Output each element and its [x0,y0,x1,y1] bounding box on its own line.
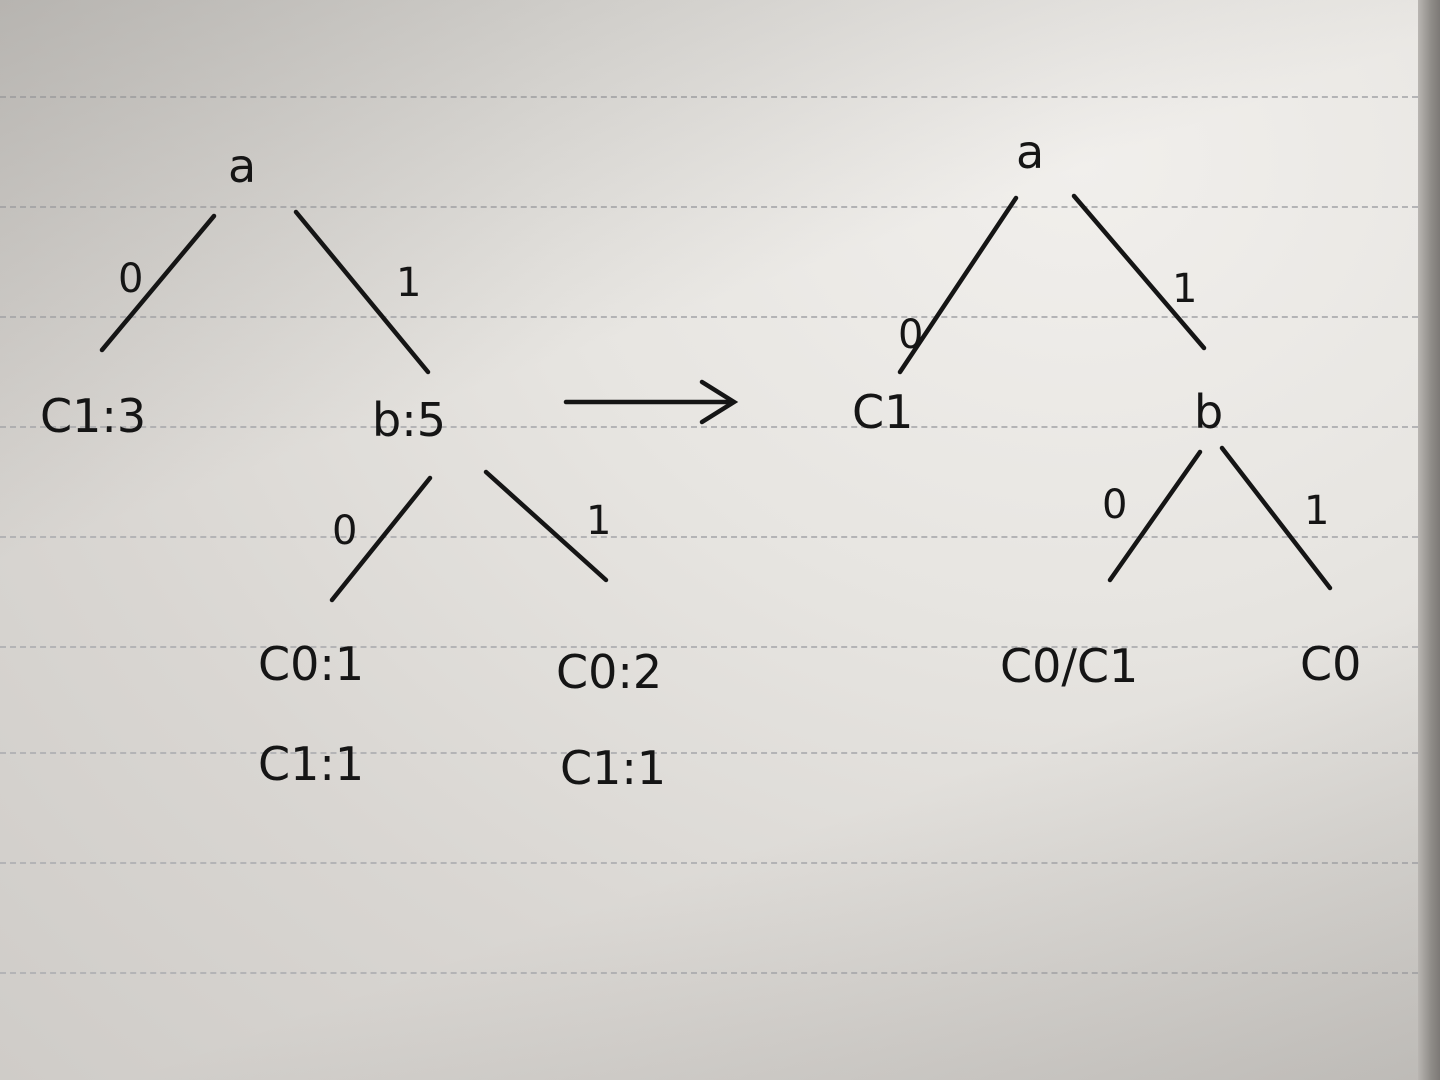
left-tree: a 0 1 C1:3 b:5 0 1 C0:1 C1:1 C0:2 C1:1 [40,139,666,795]
right-b-edge-0-label: 0 [1102,482,1127,528]
left-br-count-c0: C0:2 [556,645,662,699]
right-edge-0 [897,195,1019,375]
left-b-edge-1-label: 1 [586,498,611,544]
right-leaf-c0: C0 [1300,637,1361,691]
ruled-line [0,316,1418,318]
left-edge-1 [293,209,431,375]
right-root-label: a [1016,125,1044,179]
paper-edge [1418,0,1440,1080]
right-leaf-c0-c1: C0/C1 [1000,639,1138,693]
right-b-edge-1-label: 1 [1304,488,1329,534]
left-root-label: a [228,139,256,193]
ruled-line [0,536,1418,538]
ruled-line [0,206,1418,208]
left-bl-count-c1: C1:1 [258,737,364,791]
left-b-edge-1 [483,469,609,583]
arrow-head [699,379,739,425]
ruled-line [0,96,1418,98]
right-edge-1-label: 1 [1172,266,1197,312]
right-b-edge-0 [1107,449,1203,583]
ruled-line [0,752,1418,754]
left-edge-0 [99,213,217,353]
left-edge-0-label: 0 [118,256,143,302]
right-edge-0-label: 0 [898,312,923,358]
right-tree: a 0 1 C1 b 0 1 C0/C1 C0 [852,125,1361,693]
right-node-b: b [1194,385,1223,439]
left-bl-count-c0: C0:1 [258,637,364,691]
left-leaf-c1: C1:3 [40,389,146,443]
ruled-line [0,426,1418,428]
ruled-line [0,972,1418,974]
left-edge-1-label: 1 [396,260,421,306]
transform-arrow [563,379,739,425]
right-b-edge-1 [1219,445,1333,591]
left-b-edge-0-label: 0 [332,508,357,554]
ruled-line [0,646,1418,648]
left-b-edge-0 [329,475,433,603]
left-node-b: b:5 [372,393,446,447]
right-leaf-c1: C1 [852,385,913,439]
ruled-line [0,862,1418,864]
right-edge-1 [1071,193,1207,351]
left-br-count-c1: C1:1 [560,741,666,795]
